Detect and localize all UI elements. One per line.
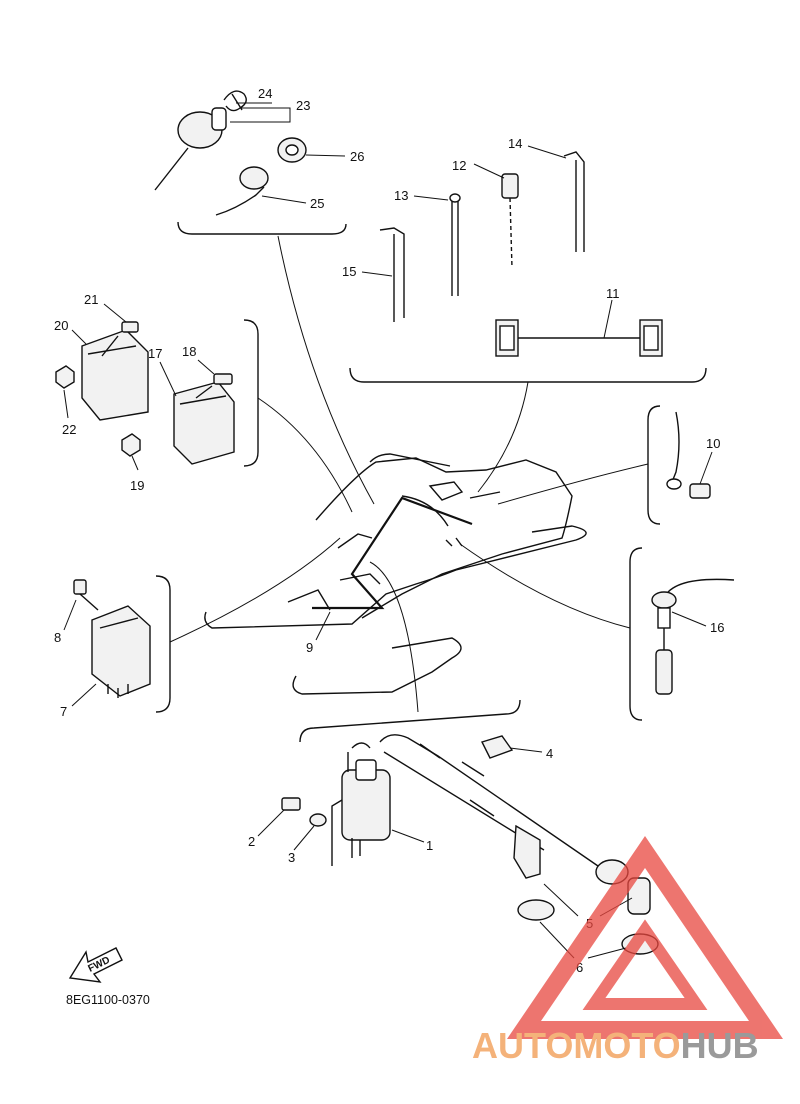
callout-26: 26 bbox=[350, 149, 364, 164]
bracket-sender bbox=[629, 547, 643, 721]
bracket-top-left bbox=[177, 221, 347, 235]
ignition-coil-group bbox=[257, 734, 659, 959]
callout-18: 18 bbox=[182, 344, 196, 359]
bracket-left-group bbox=[243, 319, 259, 467]
callout-15: 15 bbox=[342, 264, 356, 279]
callout-19: 19 bbox=[130, 478, 144, 493]
wire-band-group bbox=[361, 145, 663, 357]
callout-11: 11 bbox=[606, 286, 620, 301]
callout-1: 1 bbox=[426, 838, 433, 853]
callout-24: 24 bbox=[258, 86, 272, 101]
watermark-logo bbox=[506, 835, 784, 1039]
callout-7: 7 bbox=[60, 704, 67, 719]
bracket-top-right bbox=[349, 367, 707, 383]
callout-13: 13 bbox=[394, 188, 408, 203]
callout-3: 3 bbox=[288, 850, 295, 865]
callout-4: 4 bbox=[546, 746, 553, 761]
bracket-rectifier bbox=[155, 575, 171, 713]
vehicle-body-outline bbox=[204, 453, 587, 695]
earth-lead-group bbox=[666, 411, 713, 499]
watermark-text: AUTOMOTOHUB bbox=[472, 1025, 759, 1066]
callout-9: 9 bbox=[306, 640, 313, 655]
callout-2: 2 bbox=[248, 834, 255, 849]
callout-6: 6 bbox=[576, 960, 583, 975]
diagram-code: 8EG1100-0370 bbox=[66, 993, 150, 1007]
fwd-arrow: FWD bbox=[68, 947, 123, 983]
callout-17: 17 bbox=[148, 346, 162, 361]
rectifier-group bbox=[63, 579, 151, 707]
callout-25: 25 bbox=[310, 196, 324, 211]
callout-21: 21 bbox=[84, 292, 98, 307]
callout-8: 8 bbox=[54, 630, 61, 645]
callout-10: 10 bbox=[706, 436, 720, 451]
callout-12: 12 bbox=[452, 158, 466, 173]
bracket-earth bbox=[647, 405, 661, 525]
main-switch-assembly bbox=[154, 90, 346, 216]
callout-22: 22 bbox=[62, 422, 76, 437]
callout-16: 16 bbox=[710, 620, 724, 635]
guide-lines bbox=[169, 235, 649, 713]
callout-23: 23 bbox=[296, 98, 310, 113]
wire-harness bbox=[312, 495, 473, 641]
callout-14: 14 bbox=[508, 136, 522, 151]
sender-group bbox=[651, 578, 735, 695]
bracket-ignition bbox=[299, 699, 521, 743]
watermark-triangle bbox=[506, 835, 784, 1039]
callout-20: 20 bbox=[54, 318, 68, 333]
cdi-unit-group bbox=[55, 303, 235, 471]
